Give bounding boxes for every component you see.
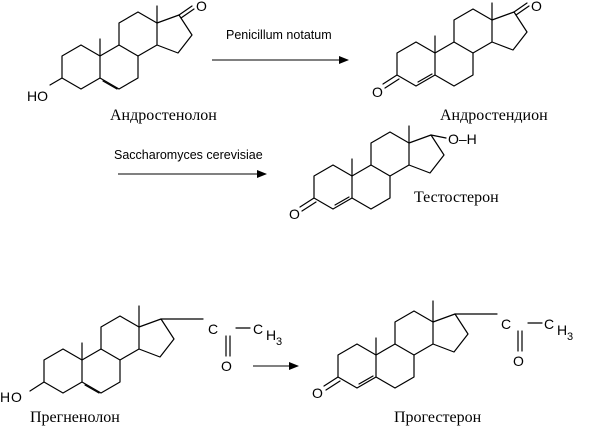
androstenolone [49,5,195,90]
testosterone [299,125,447,212]
label-progesterone: Прогестерон [394,409,482,426]
label-testosterone: Тестостерон [414,189,499,206]
pregnenolone-carbon: C [208,321,218,337]
progesterone-oxygen: O [513,353,524,369]
androstenolone-oxygen: O [196,0,207,14]
testosterone-o3: O [289,206,300,222]
pregnenolone-ch3-h: H [266,327,276,343]
organism-step2: Saccharomyces cerevisiae [114,148,263,162]
androstenolone-hydroxy: HO [27,88,48,104]
label-androstenolone: Андростенолон [110,107,217,124]
pregnenolone-oxygen: O [221,358,232,374]
pregnenolone [29,305,251,394]
androstenedione [382,2,530,89]
progesterone-ch3-h: H [557,322,567,338]
progesterone-carbon: C [501,316,511,332]
organism-step1: Penicillum notatum [226,28,332,42]
androstenedione-o17: O [531,0,542,14]
progesterone-o3: O [312,385,323,401]
label-pregnenolone: Прегненолон [30,409,120,426]
testosterone-hydroxyl: O–H [448,131,477,147]
progesterone-ch3-subscript: 3 [567,331,573,343]
pregnenolone-ch3-subscript: 3 [276,336,282,348]
androstenedione-o3: O [372,84,383,100]
pregnenolone-hydroxyl: H [0,389,10,405]
pregnenolone-ch3-c: C [253,321,263,337]
pregnenolone-hydroxyl-o: O [11,389,22,405]
progesterone-ch3-c: C [544,316,554,332]
progesterone [323,300,543,391]
label-androstenedione: Андростендион [440,107,548,124]
